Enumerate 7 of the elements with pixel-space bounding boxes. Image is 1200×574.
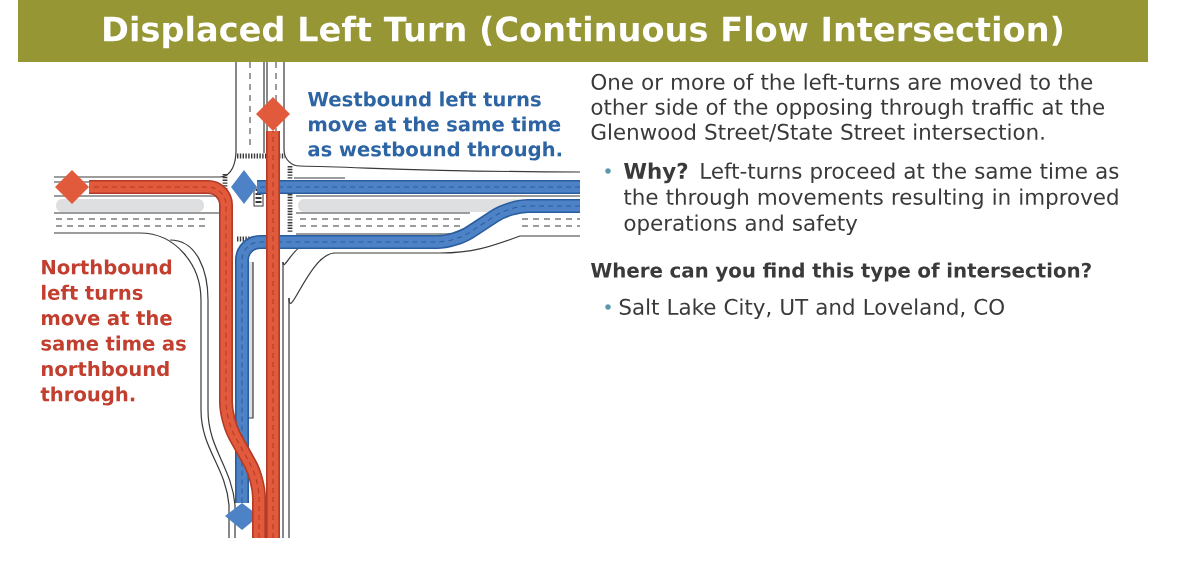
paragraph: One or more of the left-turns are moved to the other side of the opposing through traffic at the Glenwood Street/State Street intersection. [591,73,1105,142]
callout-text: Westbound left turns move at the same time as westbound through. [308,91,562,161]
bullet-text: Salt Lake City, UT and Loveland, CO [619,298,1004,320]
heading: Where can you find this type of intersection? [591,262,1091,282]
bullet-text: Why? Left-turns proceed at the same time as the through movements resulting in improved operations and safety [623,162,1119,236]
title-banner: Displaced Left Turn (Continuous Flow Intersection) [18,0,1148,62]
callout-text: Northbound left turns move at the same time as northbound through. [40,259,186,406]
